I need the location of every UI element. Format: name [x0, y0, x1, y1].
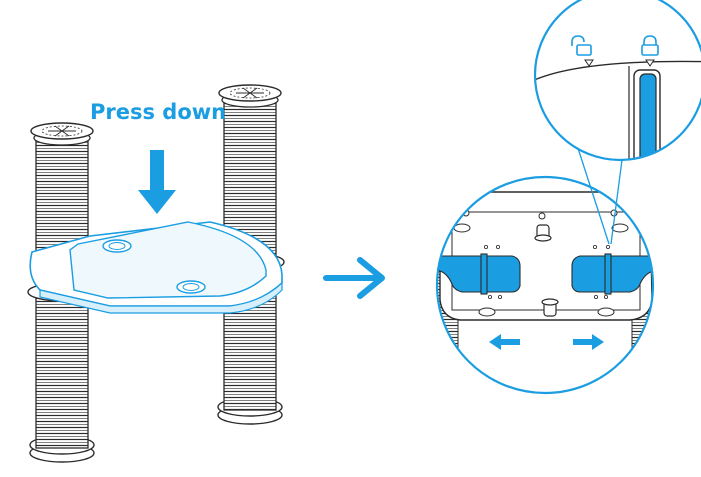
arrow-right-icon: [573, 334, 604, 350]
arrow-down-icon: [138, 150, 176, 214]
press-down-label: Press down: [90, 100, 227, 124]
zoom-detail-circle: [435, 175, 655, 395]
unlocked-padlock-icon: [571, 35, 594, 67]
arrow-right-icon: [323, 257, 385, 299]
magnifier-connector: [574, 138, 623, 245]
lock-magnifier-lens: [533, 0, 701, 162]
tray-plate: [29, 221, 283, 314]
arrow-left-icon: [489, 334, 520, 350]
locked-padlock-icon: [641, 35, 659, 67]
